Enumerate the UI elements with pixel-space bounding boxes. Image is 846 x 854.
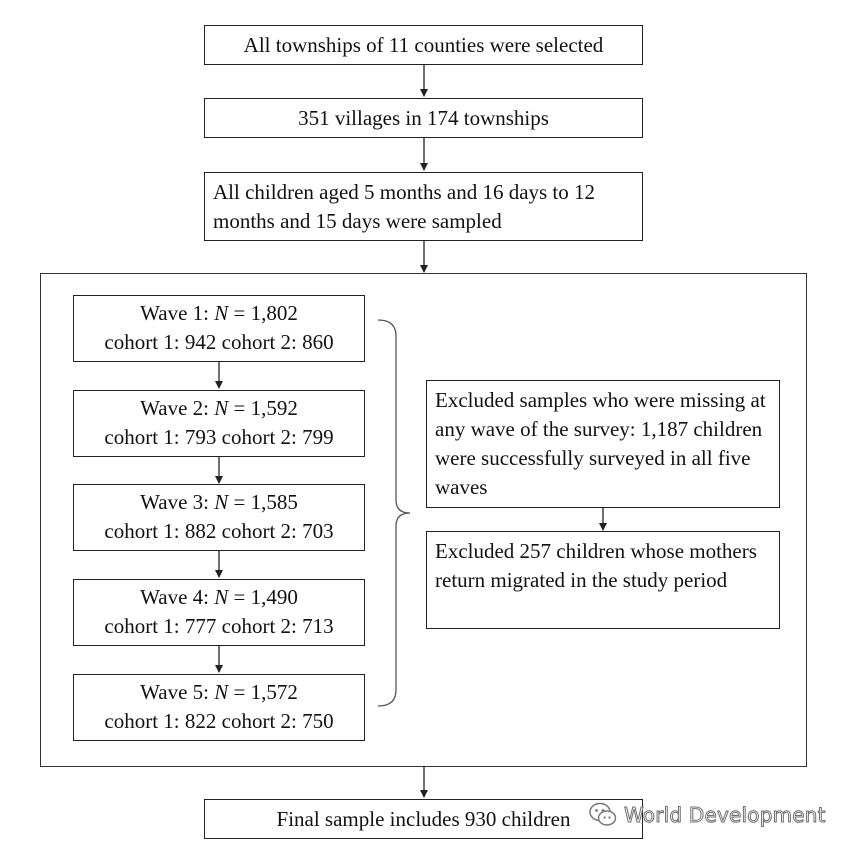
final-sample-box: Final sample includes 930 children [204, 799, 643, 839]
wave-5-label: Wave 5: [140, 680, 215, 704]
wave-3-box: Wave 3: N = 1,585 cohort 1: 882 cohort 2… [73, 484, 365, 551]
wave-3-label: Wave 3: [140, 490, 215, 514]
step-children-box: All children aged 5 months and 16 days t… [204, 172, 643, 241]
wave-2-box: Wave 2: N = 1,592 cohort 1: 793 cohort 2… [73, 390, 365, 457]
wechat-logo-icon [589, 802, 617, 826]
wave-1-label: Wave 1: [140, 301, 215, 325]
wave-5-n-value: = 1,572 [228, 680, 298, 704]
step-children-text: All children aged 5 months and 16 days t… [213, 180, 596, 233]
watermark: World Development [588, 797, 826, 833]
watermark-text: World Development [624, 803, 827, 828]
wave-3-n-symbol: N [214, 490, 229, 514]
step-townships-text: All townships of 11 counties were select… [243, 32, 604, 57]
wave-5-cohorts: cohort 1: 822 cohort 2: 750 [104, 709, 334, 733]
wave-3-n-value: = 1,585 [228, 490, 298, 514]
exclusion-missing-text: Excluded samples who were missing at any… [435, 388, 766, 499]
wave-4-label: Wave 4: [140, 585, 215, 609]
final-sample-text: Final sample includes 930 children [276, 806, 571, 831]
wave-1-cohorts: cohort 1: 942 cohort 2: 860 [104, 330, 334, 354]
waves-frame [40, 273, 807, 767]
wave-5-box: Wave 5: N = 1,572 cohort 1: 822 cohort 2… [73, 674, 365, 741]
exclusion-missing-box: Excluded samples who were missing at any… [426, 380, 780, 508]
step-townships-box: All townships of 11 counties were select… [204, 25, 643, 65]
exclusion-migrated-text: Excluded 257 children whose mothers retu… [435, 539, 757, 592]
wave-2-n-value: = 1,592 [228, 396, 298, 420]
wave-5-n-symbol: N [214, 680, 229, 704]
wave-4-n-symbol: N [214, 585, 229, 609]
step-villages-box: 351 villages in 174 townships [204, 98, 643, 138]
wave-4-n-value: = 1,490 [228, 585, 298, 609]
wave-1-n-symbol: N [214, 301, 229, 325]
wave-1-box: Wave 1: N = 1,802 cohort 1: 942 cohort 2… [73, 295, 365, 362]
wave-4-cohorts: cohort 1: 777 cohort 2: 713 [104, 614, 334, 638]
wave-2-n-symbol: N [214, 396, 229, 420]
wave-3-cohorts: cohort 1: 882 cohort 2: 703 [104, 519, 334, 543]
wave-4-box: Wave 4: N = 1,490 cohort 1: 777 cohort 2… [73, 579, 365, 646]
wave-2-cohorts: cohort 1: 793 cohort 2: 799 [104, 425, 334, 449]
wave-1-n-value: = 1,802 [228, 301, 298, 325]
step-villages-text: 351 villages in 174 townships [298, 105, 549, 130]
wave-2-label: Wave 2: [140, 396, 215, 420]
waves-bracket [377, 319, 411, 707]
exclusion-migrated-box: Excluded 257 children whose mothers retu… [426, 531, 780, 629]
